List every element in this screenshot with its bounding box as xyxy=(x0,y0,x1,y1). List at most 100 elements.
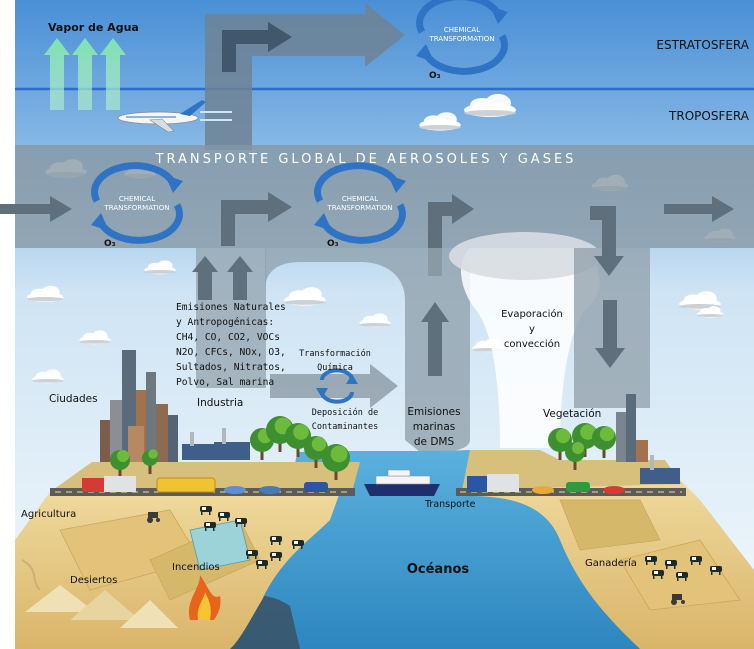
chem-label-line-2: TRANSFORMATION xyxy=(103,204,169,212)
troposphere-label: TROPOSFERA xyxy=(668,109,750,123)
livestock-cows xyxy=(200,506,722,581)
ozone-label: O₃ xyxy=(104,239,116,249)
cow xyxy=(676,572,688,581)
stratosphere-label: ESTRATOSFERA xyxy=(656,38,749,52)
emissions-line-4: N2O, CFCs, NOx, O3, xyxy=(176,347,286,358)
cow xyxy=(292,540,304,549)
building xyxy=(616,412,626,462)
building xyxy=(168,415,178,462)
building xyxy=(156,404,168,462)
emissions-line-1: Emisiones Naturales xyxy=(176,302,286,313)
evaporation-column xyxy=(449,232,601,448)
cow xyxy=(256,560,268,569)
marine-rising-arrow xyxy=(421,302,449,376)
evap-line-3: convección xyxy=(504,338,560,350)
transformation-line-4: Contaminantes xyxy=(312,422,379,432)
tree xyxy=(592,426,616,458)
tree xyxy=(304,436,328,468)
label-industry: Industria xyxy=(197,397,243,409)
evap-line-2: y xyxy=(529,324,535,335)
emissions-line-3: CH4, CO, CO2, VOCs xyxy=(176,332,280,343)
building xyxy=(146,372,156,462)
airplane xyxy=(117,100,232,133)
tree xyxy=(548,428,572,460)
label-transport: Transporte xyxy=(424,499,476,510)
global-transport-band xyxy=(15,145,754,248)
transformation-line-3: Deposición de xyxy=(312,407,379,418)
tree xyxy=(110,450,130,478)
cow xyxy=(270,536,282,545)
transformation-cycle-icon xyxy=(316,368,358,404)
label-vegetation: Vegetación xyxy=(543,408,601,420)
cow xyxy=(710,566,722,575)
land-right xyxy=(470,480,754,649)
rising-arrows-left xyxy=(192,256,253,300)
emissions-line-6: Polvo, Sal marina xyxy=(176,377,274,388)
cow xyxy=(270,552,282,561)
cow xyxy=(645,556,657,565)
cow xyxy=(665,560,677,569)
cloud xyxy=(79,330,111,345)
cloud xyxy=(419,112,461,131)
band-flow-arrows xyxy=(0,196,734,222)
marine-text: Emisiones marinas de DMS xyxy=(407,406,460,448)
transformation-line-2: Química xyxy=(317,363,353,373)
fire xyxy=(188,575,221,620)
label-livestock: Ganadería xyxy=(585,557,637,569)
cloud xyxy=(284,287,326,306)
cow xyxy=(652,570,664,579)
ozone-label: O₃ xyxy=(429,71,441,81)
building xyxy=(128,426,144,462)
label-cities: Ciudades xyxy=(49,393,98,405)
chem-label-line-1: CHEMICAL xyxy=(119,195,155,203)
band-title: TRANSPORTE GLOBAL DE AEROSOLES Y GASES xyxy=(155,152,577,167)
label-fires: Incendios xyxy=(172,562,220,573)
chem-label-line-2: TRANSFORMATION xyxy=(428,35,494,43)
evaporation-text: Evaporación y convección xyxy=(501,308,563,350)
marine-line-1: Emisiones xyxy=(407,406,460,418)
band-corner-arrow-1 xyxy=(221,192,292,246)
label-agriculture: Agricultura xyxy=(21,509,76,520)
tree xyxy=(565,442,585,470)
emissions-text: Emisiones Naturales y Antropogénicas: CH… xyxy=(176,302,286,388)
water-vapor-arrows xyxy=(44,38,126,110)
marine-line-3: de DMS xyxy=(414,436,455,448)
left-margin xyxy=(0,0,15,649)
factories-left xyxy=(182,428,250,460)
factories-right xyxy=(640,455,680,484)
building xyxy=(110,400,122,462)
label-deserts: Desiertos xyxy=(70,575,117,586)
emissions-line-2: y Antropogénicas: xyxy=(176,316,274,328)
city-skyline xyxy=(100,350,648,462)
cow xyxy=(690,556,702,565)
building xyxy=(636,440,648,462)
chem-label-line-1: CHEMICAL xyxy=(444,26,480,34)
transformation-text: Transformación Química Deposición de Con… xyxy=(299,348,378,432)
cow xyxy=(235,518,247,527)
chem-label-line-1: CHEMICAL xyxy=(342,195,378,203)
cow xyxy=(200,506,212,515)
tree xyxy=(285,423,311,457)
building xyxy=(100,420,110,462)
transformation-line-1: Transformación xyxy=(299,348,371,359)
cow xyxy=(204,522,216,531)
tree xyxy=(142,449,158,474)
water-vapor-label: Vapor de Agua xyxy=(48,21,139,34)
forest xyxy=(110,416,616,480)
cloud xyxy=(144,260,176,275)
tractor-left xyxy=(147,512,160,523)
marine-column xyxy=(265,248,470,452)
descending-arrows-right xyxy=(590,206,625,368)
marine-line-2: marinas xyxy=(413,421,455,433)
cloud xyxy=(464,94,516,117)
building xyxy=(626,394,636,462)
cloud xyxy=(32,369,64,384)
desert xyxy=(21,559,178,628)
cow xyxy=(218,512,230,521)
tree xyxy=(322,444,350,480)
greenhouse xyxy=(189,519,251,571)
cow xyxy=(246,550,258,559)
cloud xyxy=(26,285,64,302)
